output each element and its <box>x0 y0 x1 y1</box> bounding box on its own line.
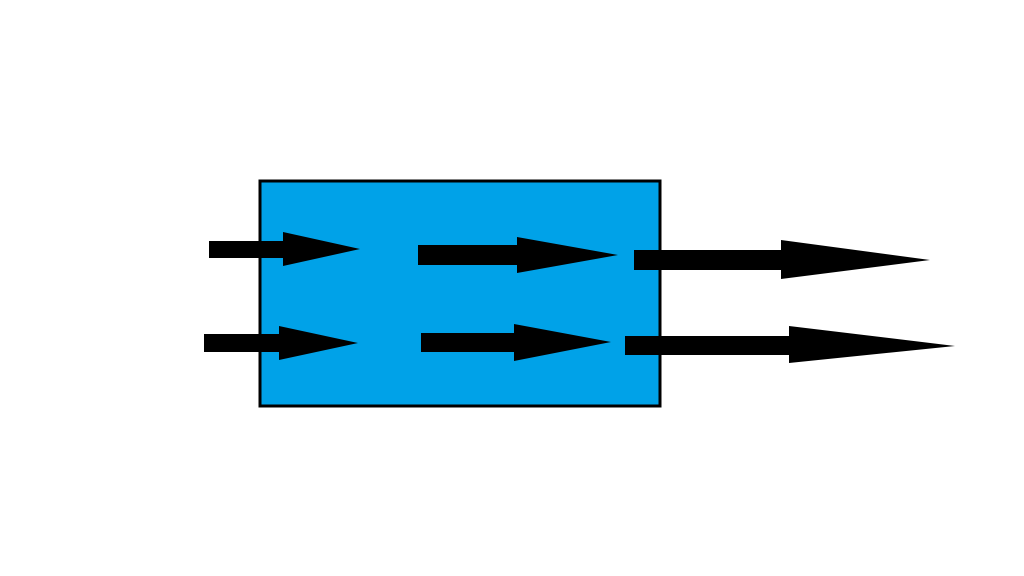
arrow-right-icon-bottom-inlet <box>204 326 358 360</box>
arrow-right-icon-top-inlet <box>209 232 360 266</box>
arrow-right-icon-bottom-inner <box>421 324 611 361</box>
arrow-right-icon-top-outlet <box>634 240 930 279</box>
arrow-right-icon-bottom-outlet <box>625 326 955 363</box>
process-box <box>258 179 662 408</box>
arrow-right-icon-top-inner <box>418 237 618 273</box>
arrow-row-bottom <box>204 324 955 363</box>
arrow-row-top <box>209 232 930 279</box>
